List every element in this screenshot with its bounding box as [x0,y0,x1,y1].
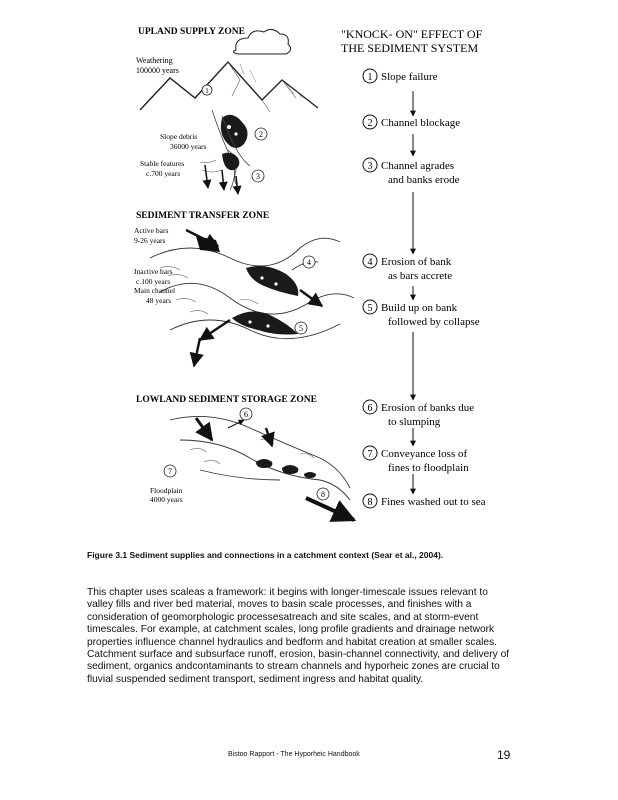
svg-text:8: 8 [321,490,325,499]
step-text-line2: fines to floodplain [388,462,469,474]
step-number-circle [362,68,378,84]
step-text-line1: Erosion of banks due [381,402,474,414]
label-weathering: Weathering [136,56,173,65]
svg-text:5: 5 [299,324,303,333]
label-slope-debris: Slope debris [160,132,197,141]
svg-text:4: 4 [307,258,311,267]
slope-debris-blob [220,114,248,148]
step-number-circle [362,493,378,509]
label-inactive-bars-age: c.100 years [136,277,170,286]
knock-on-step-3: 3 Channel agrades and banks erode [362,157,460,186]
svg-text:2: 2 [259,130,263,139]
svg-text:6: 6 [244,410,248,419]
floodplain-deposit [256,459,273,468]
marker-8: 8 [316,487,330,501]
marker-5: 5 [294,321,308,335]
step-number-circle [362,157,378,173]
knock-on-steps: 1 Slope failure 2 Channel blockage 3 Channel … [362,68,486,509]
sea-arrow [305,496,357,522]
step-number: 8 [368,497,373,508]
knock-on-step-1: 1 Slope failure [362,68,438,84]
label-main-channel: Main channel [134,286,175,295]
zone-label-upland: UPLAND SUPPLY ZONE [138,27,245,37]
zone-label-transfer: SEDIMENT TRANSFER ZONE [136,211,269,221]
step-text-line1: Build up on bank [381,302,458,314]
knock-on-step-2: 2 Channel blockage [362,114,460,130]
label-stable-features: Stable features [140,159,184,168]
floodplain-deposit [304,472,316,478]
step-text-line1: Channel agrades [381,160,454,172]
knock-on-step-8: 8 Fines washed out to sea [362,493,486,509]
marker-2: 2 [254,127,268,141]
zone-label-lowland: LOWLAND SEDIMENT STORAGE ZONE [136,395,317,405]
sediment-system-figure: UPLAND SUPPLY ZONE Weathering 100000 yea… [134,27,486,522]
step-number: 1 [368,72,373,83]
step-number: 4 [368,257,373,268]
svg-text:3: 3 [256,172,260,181]
page-number: 19 [497,748,511,762]
step-text-line1: Fines washed out to sea [381,496,486,508]
label-main-channel-age: 48 years [146,296,171,305]
river-channel-lowland [169,416,351,501]
label-floodplain-age: 4000 years [150,495,183,504]
step-number-circle [362,299,378,315]
floodplain-deposit [282,465,299,474]
marker-3: 3 [251,169,265,183]
flow-arrow [185,228,220,248]
marker-1: 1 [201,84,213,96]
step-text-line2: to slumping [388,416,441,428]
step-number: 6 [368,403,373,414]
marker-7: 7 [163,464,177,478]
label-weathering-age: 100000 years [136,66,179,75]
step-text-line1: Erosion of bank [381,256,452,268]
marker-4: 4 [302,255,316,269]
knock-on-title-line1: "KNOCK- ON" EFFECT OF [341,27,483,41]
step-number-circle [362,399,378,415]
step-text-line1: Channel blockage [381,117,460,129]
main-channel-bar [232,311,298,335]
step-text-line2: and banks erode [388,174,460,186]
body-paragraph: This chapter uses scaleas a framework: i… [87,587,510,685]
flow-arrow [198,319,231,341]
label-inactive-bars: Inactive bars [134,267,173,276]
flow-arrow [189,337,204,368]
step-number: 5 [368,303,373,314]
page-footer: Bistoo Rapport - The Hyporheic Handbook … [0,748,618,764]
step-number-circle [362,114,378,130]
flow-arrow [227,419,245,429]
label-floodplain: Floodplain [150,486,183,495]
figure-caption: Figure 3.1 Sediment supplies and connect… [87,550,444,560]
label-stable-features-age: c.700 years [146,169,180,178]
flow-arrow [202,164,212,189]
flow-arrow [299,289,324,307]
svg-text:7: 7 [168,467,172,476]
step-text-line2: followed by collapse [388,316,480,328]
inactive-bar [246,266,299,296]
footer-text: Bistoo Rapport - The Hyporheic Handbook [228,751,360,758]
label-active-bars-age: 9-26 years [134,236,166,245]
cloud-illustration [232,28,292,55]
step-number: 7 [368,449,373,460]
label-active-bars: Active bars [134,226,168,235]
knock-on-step-4: 4 Erosion of bank as bars accrete [362,253,452,282]
step-number-circle [362,253,378,269]
step-text-line1: Conveyance loss of [381,448,467,460]
knock-on-step-6: 6 Erosion of banks due to slumping [362,399,474,428]
step-text-line1: Slope failure [381,71,438,83]
flow-arrow [194,417,214,442]
knock-on-step-7: 7 Conveyance loss of fines to floodplain [362,445,469,474]
step-number: 3 [368,161,373,172]
flow-arrow [232,175,242,195]
knock-on-step-5: 5 Build up on bank followed by collapse [362,299,480,328]
flow-arrow [218,169,228,191]
step-number-circle [362,445,378,461]
stable-features-blob [222,152,240,171]
label-slope-debris-age: 36000 years [170,142,207,151]
svg-text:1: 1 [205,87,209,95]
knock-on-title-line2: THE SEDIMENT SYSTEM [341,41,478,55]
step-number: 2 [368,118,373,129]
step-text-line2: as bars accrete [388,270,452,282]
flow-arrow [261,427,275,448]
marker-6: 6 [239,407,253,421]
